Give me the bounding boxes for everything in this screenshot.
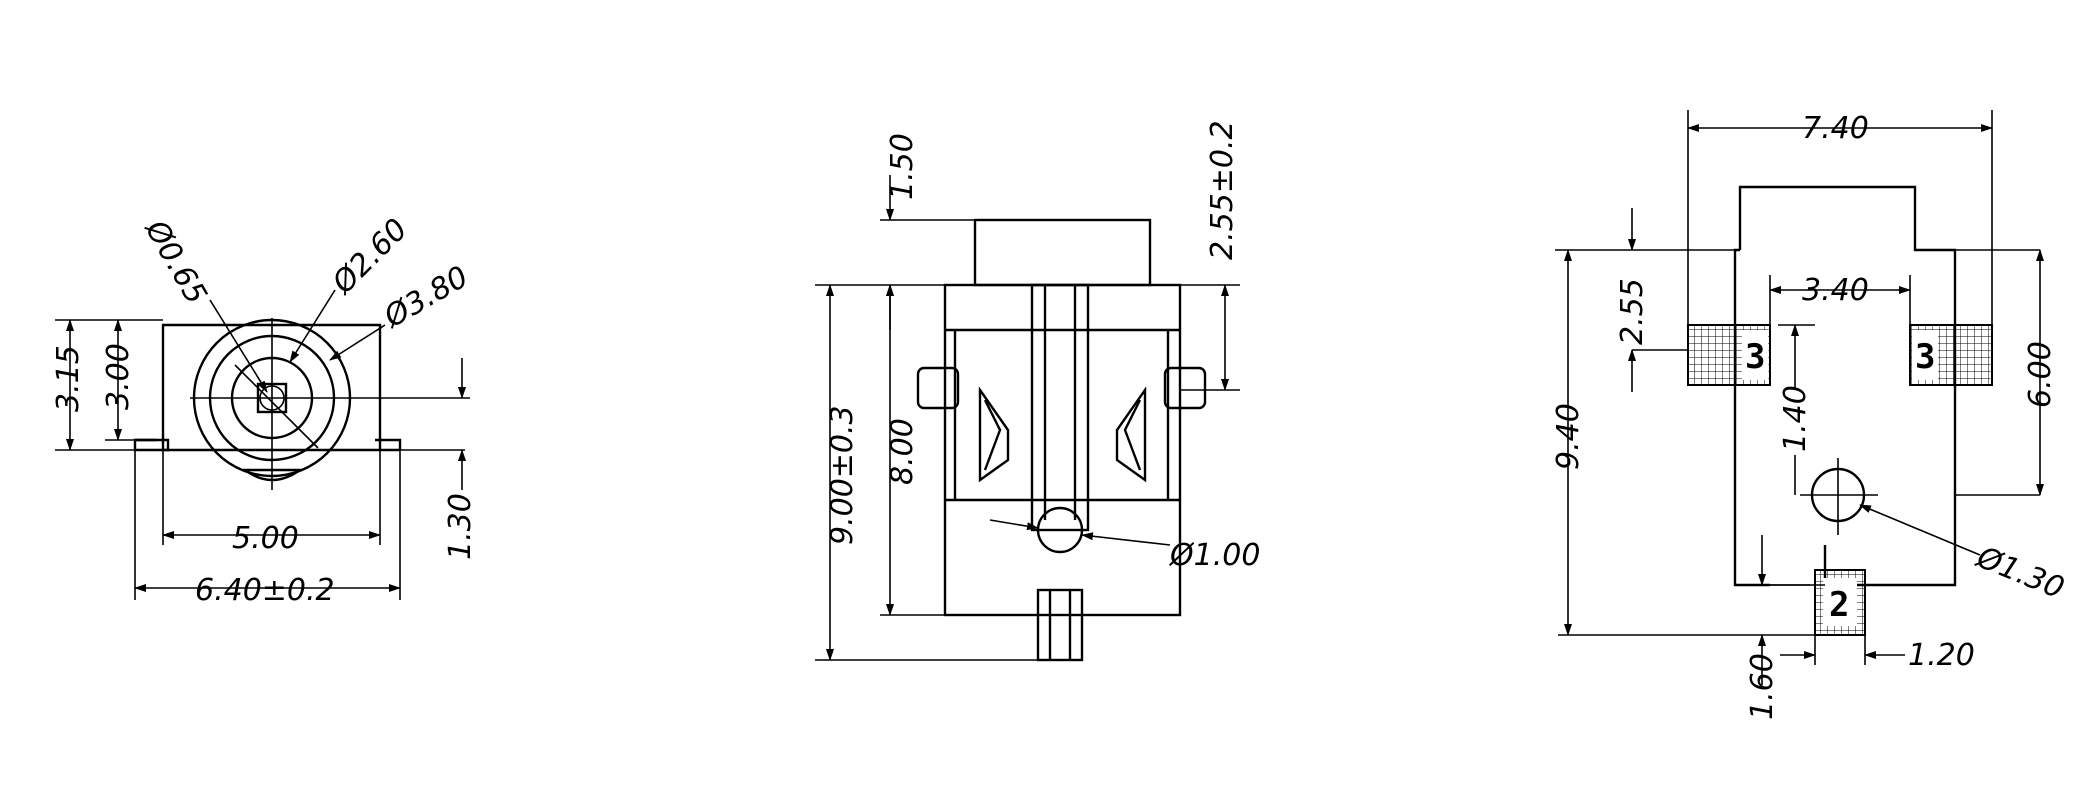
side-view: 1.50 2.55±0.2 8.00 9.00±0.3 Ø1.00	[815, 120, 1260, 662]
footprint-w-340-label: 3.40	[1802, 273, 1869, 308]
footprint-w-120-label: 1.20	[1908, 638, 1975, 673]
side-len-800-label: 8.00	[885, 418, 920, 485]
footprint-w-740-label: 7.40	[1802, 111, 1869, 146]
front-view-body	[133, 318, 470, 490]
pad-right: 3	[1909, 324, 1993, 386]
front-height-130-label: 1.30	[443, 493, 478, 560]
side-top-255-label: 2.55±0.2	[1205, 120, 1240, 260]
front-width-500-label: 5.00	[232, 521, 299, 556]
pad-3-left-number: 3	[1745, 337, 1765, 377]
pad-bottom: 2	[1814, 569, 1866, 636]
side-len-900-label: 9.00±0.3	[825, 405, 860, 545]
front-height-300-label: 3.00	[101, 343, 136, 410]
pad-left: 3	[1687, 324, 1771, 386]
footprint-h-940-label: 9.40	[1551, 403, 1586, 470]
footprint-h-140-label: 1.40	[1778, 385, 1813, 452]
footprint-dia-130-label: Ø1.30	[1970, 539, 2069, 606]
footprint-view: 3 3 2	[1551, 110, 2069, 720]
footprint-dimensions	[1555, 110, 2044, 685]
footprint-h-255-label: 2.55	[1615, 278, 1650, 345]
pad-2-number: 2	[1829, 585, 1849, 625]
side-dia-100-label: Ø1.00	[1168, 538, 1260, 573]
side-view-body	[916, 218, 1207, 662]
side-top-150-label: 1.50	[885, 133, 920, 200]
footprint-h-600-label: 6.00	[2023, 341, 2058, 408]
front-view: Ø0.65 Ø2.60 Ø3.80 3.15 3.00 1.30 5.00 6.…	[51, 212, 478, 608]
footprint-h-160-label: 1.60	[1745, 653, 1780, 720]
front-view-dimensions	[55, 289, 466, 600]
front-dia-pin-label: Ø0.65	[137, 213, 214, 311]
side-view-dimensions	[815, 175, 1240, 661]
front-dia-inner-label: Ø2.60	[324, 212, 414, 302]
pad-3-right-number: 3	[1915, 337, 1935, 377]
front-height-315-label: 3.15	[51, 345, 86, 412]
front-width-640-label: 6.40±0.2	[195, 573, 335, 608]
front-dia-outer-label: Ø3.80	[377, 259, 475, 336]
